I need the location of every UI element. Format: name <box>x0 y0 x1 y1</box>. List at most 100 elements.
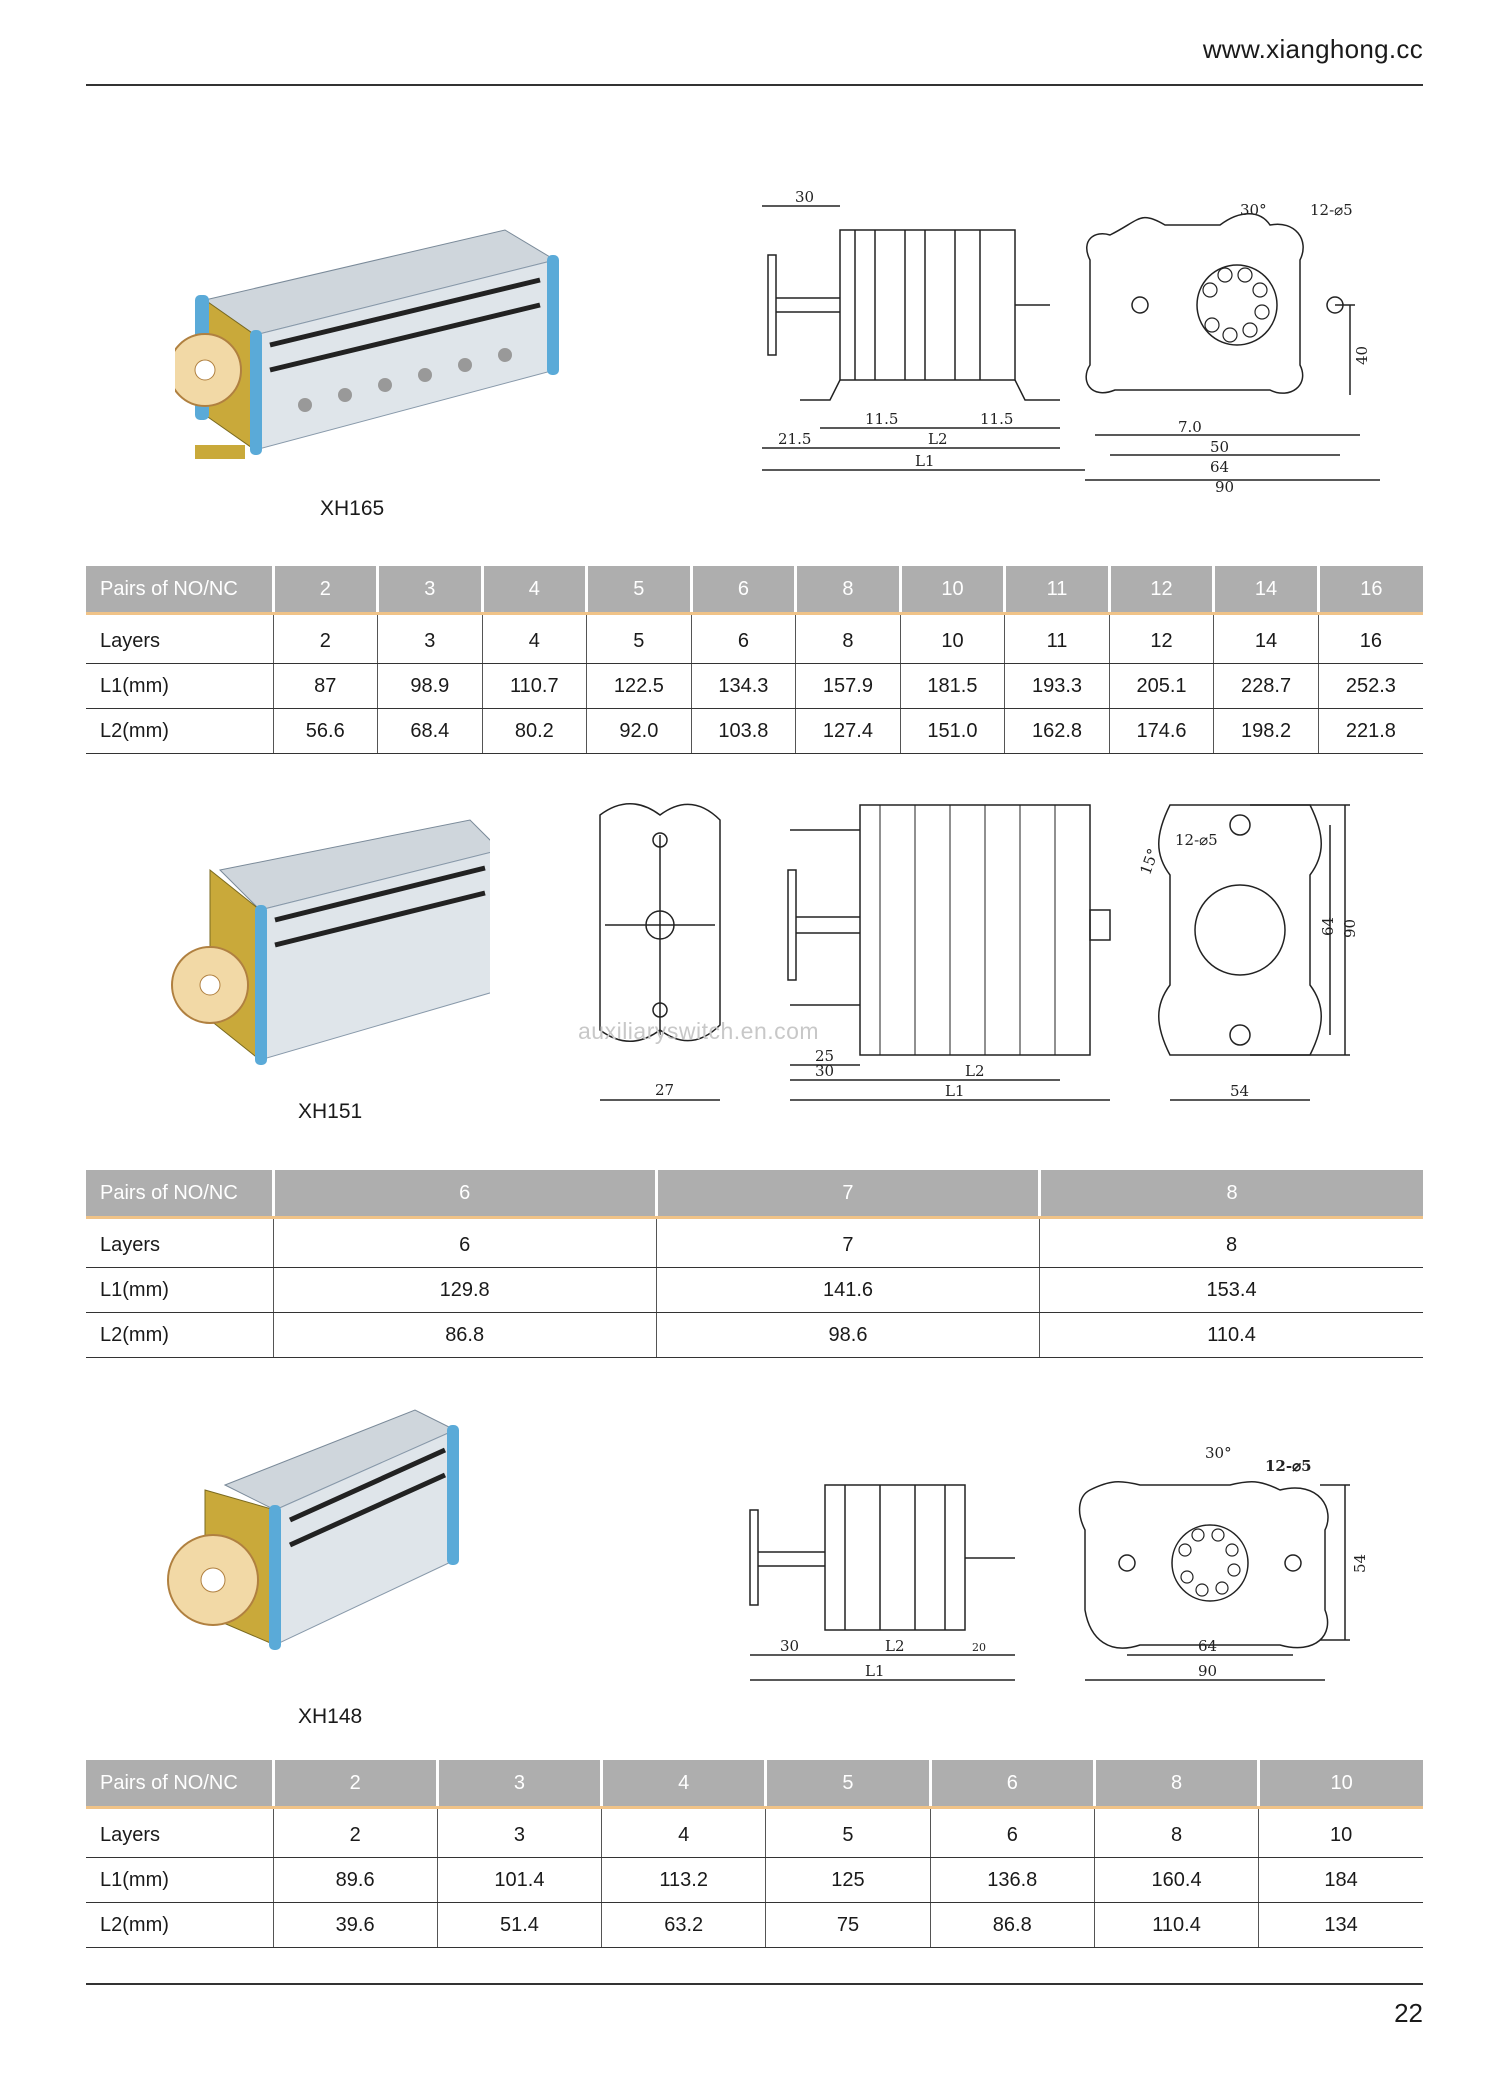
row-label-cell: Layers <box>86 1217 274 1268</box>
row-label-cell: L1(mm) <box>86 1267 274 1313</box>
dim-30-deg: 30° <box>1205 1444 1232 1462</box>
table-cell: 151.0 <box>900 708 1006 754</box>
table-cell: 134 <box>1258 1902 1423 1948</box>
table-cell: 103.8 <box>691 708 797 754</box>
table-cell: 134.3 <box>691 663 797 709</box>
xh165-product-photo <box>175 229 559 459</box>
row-label-cell: L1(mm) <box>86 1857 274 1903</box>
dim-64: 64 <box>1198 1637 1217 1655</box>
dim-20: 20 <box>972 1641 986 1654</box>
model-label-xh148: XH148 <box>298 1705 363 1728</box>
dim-30: 30 <box>815 1062 834 1080</box>
table-cell: 56.6 <box>273 708 379 754</box>
table-cell: 129.8 <box>273 1267 657 1313</box>
header-cell: 4 <box>482 566 589 615</box>
dim-50: 50 <box>1210 438 1229 456</box>
header-cell: 16 <box>1318 566 1423 615</box>
dim-30: 30 <box>780 1637 799 1655</box>
row-label-cell: L2(mm) <box>86 1902 274 1948</box>
table-cell: 5 <box>586 613 692 664</box>
table-cell: 122.5 <box>586 663 692 709</box>
table-cell: 110.4 <box>1039 1312 1423 1358</box>
table-cell: 80.2 <box>482 708 588 754</box>
xh151-product-photo <box>171 819 490 1065</box>
header-cell: 6 <box>930 1760 1096 1809</box>
dim-11-5-right: 11.5 <box>980 410 1013 428</box>
table-cell: 198.2 <box>1213 708 1319 754</box>
row-label-cell: L1(mm) <box>86 663 274 709</box>
table-cell: 5 <box>765 1807 931 1858</box>
header-cell: 11 <box>1004 566 1111 615</box>
table-cell: 125 <box>765 1857 931 1903</box>
dim-54: 54 <box>1230 1082 1249 1100</box>
dim-12-phi-5: 12-⌀5 <box>1175 831 1218 849</box>
dim-90: 90 <box>1215 478 1234 496</box>
header-cell: 6 <box>691 566 798 615</box>
table-cell: 162.8 <box>1004 708 1110 754</box>
table-cell: 252.3 <box>1318 663 1423 709</box>
dim-11-5-left: 11.5 <box>865 410 898 428</box>
table-cell: 141.6 <box>656 1267 1041 1313</box>
header-cell: 12 <box>1109 566 1216 615</box>
table-cell: 113.2 <box>601 1857 767 1903</box>
model-label-xh165: XH165 <box>320 497 385 520</box>
xh151-dimension-drawing: 27 25 30 L2 L1 15° 12-⌀5 64 90 54 <box>599 803 1359 1101</box>
row-label-cell: L2(mm) <box>86 708 274 754</box>
table-cell: 7 <box>656 1217 1041 1268</box>
table-cell: 136.8 <box>930 1857 1095 1903</box>
table-cell: 86.8 <box>930 1902 1095 1948</box>
page-number: 22 <box>1394 1998 1423 2028</box>
table-cell: 12 <box>1109 613 1215 664</box>
header-cell: 10 <box>1258 1760 1423 1809</box>
dim-40: 40 <box>1353 346 1371 365</box>
table-cell: 184 <box>1258 1857 1423 1903</box>
dim-27: 27 <box>655 1081 674 1099</box>
table-cell: 157.9 <box>795 663 901 709</box>
header-cell: 4 <box>601 1760 768 1809</box>
table-cell: 3 <box>437 1807 603 1858</box>
table-cell: 39.6 <box>273 1902 438 1948</box>
table-cell: 8 <box>1039 1217 1423 1268</box>
table-cell: 10 <box>1258 1807 1423 1858</box>
dim-30: 30 <box>795 188 814 206</box>
table-cell: 221.8 <box>1318 708 1423 754</box>
table-cell: 8 <box>1094 1807 1260 1858</box>
header-cell: 8 <box>1039 1170 1423 1219</box>
table-cell: 181.5 <box>900 663 1006 709</box>
website-url: www.xianghong.cc <box>1202 34 1423 64</box>
table-cell: 6 <box>930 1807 1095 1858</box>
dim-l1: L1 <box>915 452 935 470</box>
xh165-dimension-drawing: 30 21.5 11.5 11.5 L2 L1 30° 12-⌀5 40 7.0… <box>762 188 1380 496</box>
table-cell: 10 <box>900 613 1006 664</box>
dim-54: 54 <box>1351 1554 1369 1573</box>
header-cell: 2 <box>273 566 380 615</box>
table-cell: 2 <box>273 613 379 664</box>
dim-12-phi-5: 12-⌀5 <box>1265 1457 1312 1475</box>
header-cell-label: Pairs of NO/NC <box>86 1760 275 1809</box>
table-cell: 110.4 <box>1094 1902 1260 1948</box>
table-cell: 3 <box>377 613 483 664</box>
table-cell: 6 <box>691 613 797 664</box>
table-cell: 153.4 <box>1039 1267 1423 1313</box>
header-cell: 8 <box>795 566 902 615</box>
watermark: auxiliaryswitch.en.com <box>578 1018 820 1044</box>
dim-7: 7.0 <box>1178 418 1202 436</box>
dim-21-5: 21.5 <box>778 430 811 448</box>
table-cell: 51.4 <box>437 1902 603 1948</box>
table-cell: 2 <box>273 1807 438 1858</box>
row-label-cell: L2(mm) <box>86 1312 274 1358</box>
table-cell: 6 <box>273 1217 657 1268</box>
header-cell: 7 <box>656 1170 1042 1219</box>
header-cell: 6 <box>273 1170 658 1219</box>
header-cell: 3 <box>377 566 484 615</box>
